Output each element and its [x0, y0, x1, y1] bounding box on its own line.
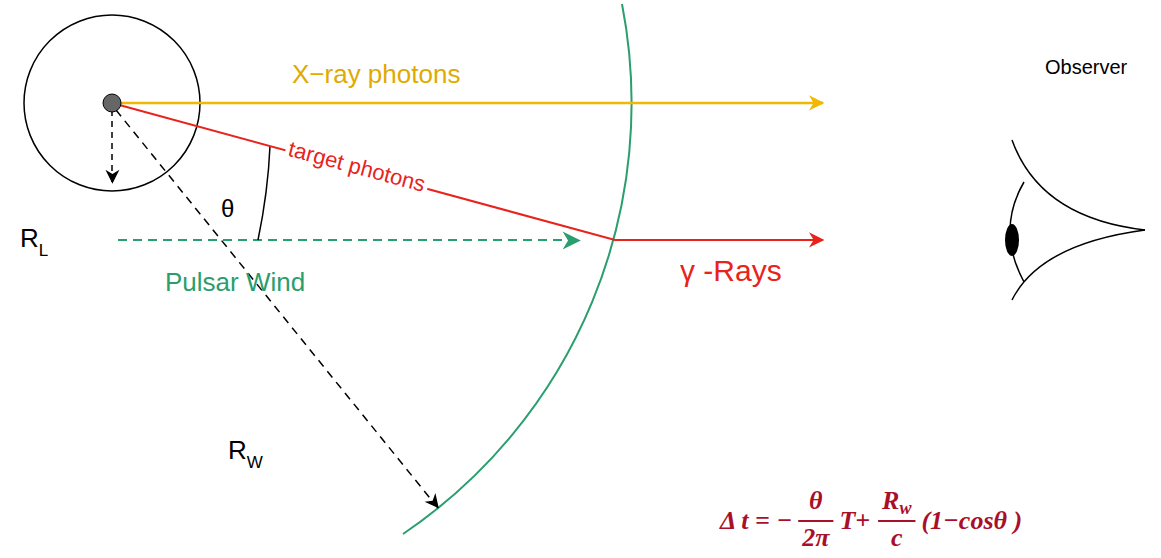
formula-term: T+: [839, 507, 870, 536]
eye-lid: [1012, 230, 1145, 300]
fraction-bar: [798, 520, 833, 522]
radius-arrow: [116, 110, 438, 508]
fraction-bar: [878, 520, 915, 522]
angle-symbol: θ: [221, 196, 234, 222]
radius-label: R: [20, 224, 39, 253]
radius-arrow: [111, 110, 113, 183]
observer-eye: [1005, 140, 1145, 300]
ray-label: X−ray photons: [292, 60, 460, 89]
angle-arc: [258, 146, 270, 240]
radius-label: R: [228, 436, 247, 465]
target-photon-ray: [112, 103, 823, 240]
radius-subscript: W: [247, 454, 263, 473]
eye-pupil: [1005, 224, 1019, 256]
formula-term: (1−cosθ ): [921, 507, 1022, 536]
observer-label: Observer: [1045, 56, 1127, 78]
pulsar-dot: [103, 94, 121, 112]
formula-term: 2π: [802, 524, 829, 553]
formula-subscript: w: [899, 499, 911, 519]
pulsar-wind-line: [118, 239, 578, 241]
wind-label: Pulsar Wind: [165, 268, 305, 297]
formula-term: R: [882, 487, 899, 516]
xray-ray: [112, 102, 823, 105]
formula-term: Δ t = −: [720, 507, 792, 536]
ray-label: target photons: [283, 136, 431, 197]
formula-term: c: [891, 524, 903, 553]
ray-label: γ -Rays: [680, 254, 782, 287]
formula-term: θ: [809, 487, 823, 516]
eye-lid: [1012, 140, 1145, 230]
radius-subscript: L: [39, 242, 48, 261]
